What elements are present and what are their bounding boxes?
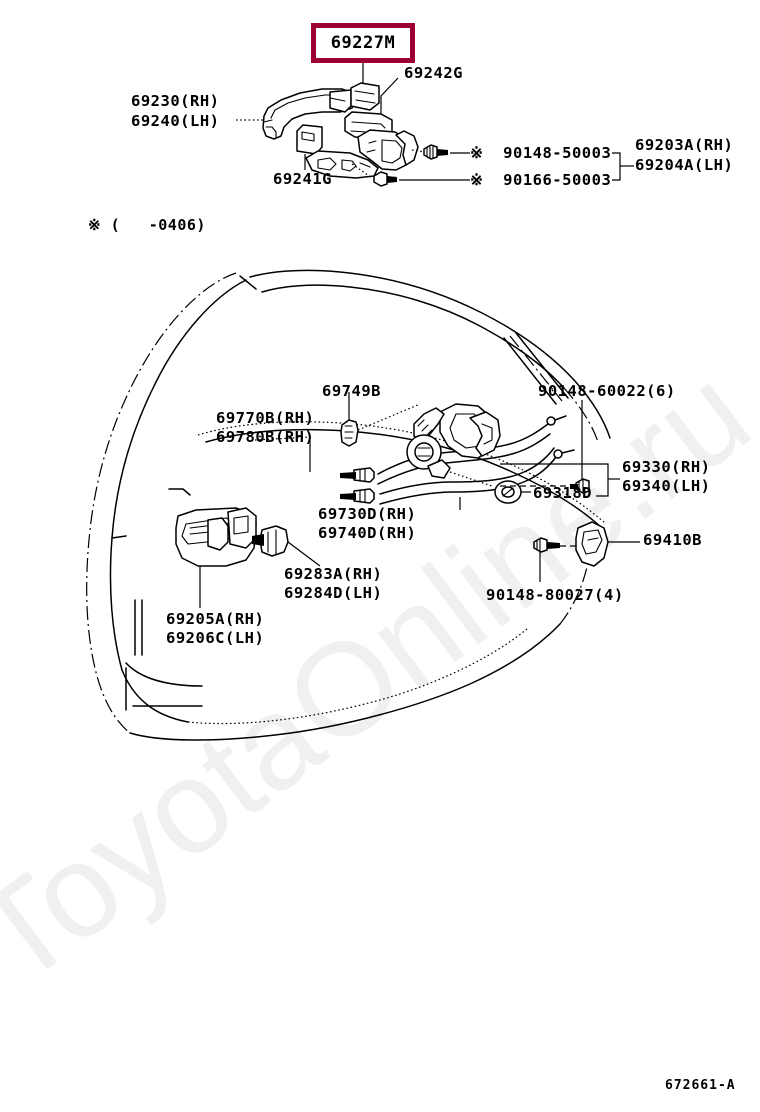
door-lock-assembly (406, 403, 501, 487)
label-69749b[interactable]: 69749B (322, 382, 381, 400)
lock-linkage-assembly (175, 392, 640, 608)
svg-text:ToyotaOnline.ru: ToyotaOnline.ru (0, 339, 760, 1013)
label-69203a-rh[interactable]: 69203A(RH) (635, 136, 734, 154)
figure-code: 672661-A (665, 1078, 736, 1093)
label-69230-rh[interactable]: 69230(RH) (131, 92, 220, 110)
screw-90148-80027 (533, 537, 560, 553)
highlighted-part-69227m[interactable]: 69227M (311, 23, 415, 63)
label-69318d[interactable]: 69318D (533, 484, 592, 502)
clip-69749b (340, 419, 359, 447)
label-90148-60022[interactable]: 90148-60022(6) (538, 382, 676, 400)
striker-69410b (575, 521, 609, 567)
grommet-69318d (494, 480, 522, 504)
label-69241g[interactable]: 69241G (273, 170, 332, 188)
label-69340-lh[interactable]: 69340(LH) (622, 477, 711, 495)
cable-end-fitting-2 (340, 488, 375, 504)
label-69283a-rh[interactable]: 69283A(RH) (284, 565, 383, 583)
label-69284d-lh[interactable]: 69284D(LH) (284, 584, 383, 602)
outside-handle-assembly (236, 62, 634, 187)
label-90148-50003[interactable]: ※ 90148-50003 (470, 144, 612, 162)
label-90166-50003[interactable]: ※ 90166-50003 (470, 171, 612, 189)
inside-handle-69205a (175, 507, 257, 567)
label-69242g[interactable]: 69242G (404, 64, 463, 82)
label-69205a-rh[interactable]: 69205A(RH) (166, 610, 265, 628)
label-69410b[interactable]: 69410B (643, 531, 702, 549)
cable-end-fitting-1 (340, 467, 375, 483)
bolt-90148-60022 (570, 478, 590, 494)
label-69206c-lh[interactable]: 69206C(LH) (166, 629, 265, 647)
label-69204a-lh[interactable]: 69204A(LH) (635, 156, 734, 174)
screw-90148-50003 (423, 144, 448, 160)
label-69740d-rh[interactable]: 69740D(RH) (318, 524, 417, 542)
label-69730d-rh[interactable]: 69730D(RH) (318, 505, 417, 523)
label-90148-80027[interactable]: 90148-80027(4) (486, 586, 624, 604)
highlighted-part-label: 69227M (330, 33, 396, 53)
watermark: ToyotaOnline.ru (0, 339, 760, 1013)
note-date-range: ※ ( -0406) (88, 216, 206, 234)
screw-90166-50003 (373, 171, 397, 187)
label-69780b-rh[interactable]: 69780B(RH) (216, 428, 315, 446)
label-69330-rh[interactable]: 69330(RH) (622, 458, 711, 476)
door-panel-outline (86, 269, 611, 741)
label-69240-lh[interactable]: 69240(LH) (131, 112, 220, 130)
label-69770b-rh[interactable]: 69770B(RH) (216, 409, 315, 427)
lock-knob-69283a (252, 525, 289, 557)
